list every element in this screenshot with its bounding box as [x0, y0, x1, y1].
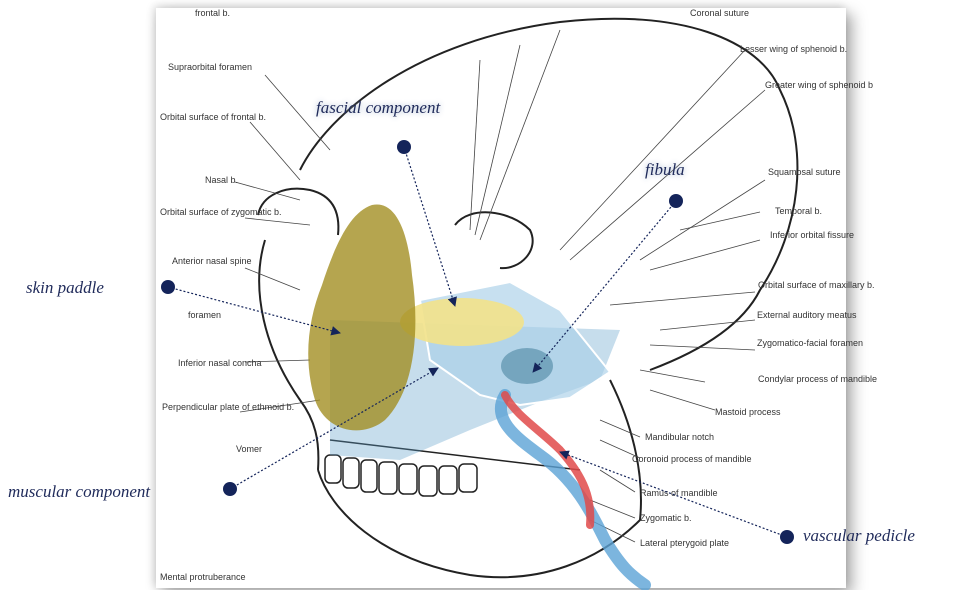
label-foramen: foramen: [188, 310, 221, 320]
label-mastoid: Mastoid process: [715, 407, 781, 417]
label-squamosal: Squamosal suture: [768, 167, 841, 177]
callout-fibula: fibula: [645, 160, 685, 180]
label-zygomatico: Zygomatico-facial foramen: [757, 338, 863, 348]
label-perpendicular: Perpendicular plate of ethmoid b.: [162, 402, 294, 412]
label-coronoid: Coronoid process of mandible: [632, 454, 752, 464]
label-lesser-wing: Lesser wing of sphenoid b.: [740, 44, 847, 54]
dot-skin-paddle: [161, 280, 175, 294]
label-inferior-nasal: Inferior nasal concha: [178, 358, 262, 368]
vein-shape: [501, 395, 645, 585]
label-orbital-maxillary: Orbital surface of maxillary b.: [758, 280, 875, 290]
dot-vascular: [780, 530, 794, 544]
label-coronal: Coronal suture: [690, 8, 749, 18]
dot-fascial: [397, 140, 411, 154]
label-orbital-zygomatic: Orbital surface of zygomatic b.: [160, 207, 282, 217]
fascial-component-shape: [400, 298, 524, 346]
callout-vascular-pedicle: vascular pedicle: [803, 526, 915, 546]
label-zygomatic: Zygomatic b.: [640, 513, 692, 523]
callout-fascial-component: fascial component: [316, 98, 440, 118]
label-greater-wing: Greater wing of sphenoid b: [765, 80, 873, 90]
label-inferior-orbital: Inferior orbital fissure: [770, 230, 854, 240]
skin-paddle-shape: [308, 204, 415, 430]
callout-muscular-component: muscular component: [8, 482, 150, 502]
label-ramus: Ramus of mandible: [640, 488, 718, 498]
label-supraorbital: Supraorbital foramen: [168, 62, 252, 72]
label-nasal: Nasal b.: [205, 175, 238, 185]
label-frontal: frontal b.: [195, 8, 230, 18]
label-mental: Mental protruberance: [160, 572, 246, 582]
label-temporal: Temporal b.: [775, 206, 822, 216]
label-orbital-frontal: Orbital surface of frontal b.: [160, 112, 266, 122]
dot-muscular: [223, 482, 237, 496]
teeth: [325, 455, 477, 496]
label-vomer: Vomer: [236, 444, 262, 454]
label-lateral-pterygoid: Lateral pterygoid plate: [640, 538, 729, 548]
label-anterior-nasal: Anterior nasal spine: [172, 256, 252, 266]
label-condylar: Condylar process of mandible: [758, 374, 877, 384]
fibula-dark-spot: [501, 348, 553, 384]
dot-fibula: [669, 194, 683, 208]
label-external-auditory: External auditory meatus: [757, 310, 857, 320]
label-mandibular-notch: Mandibular notch: [645, 432, 714, 442]
callout-skin-paddle: skin paddle: [26, 278, 104, 298]
